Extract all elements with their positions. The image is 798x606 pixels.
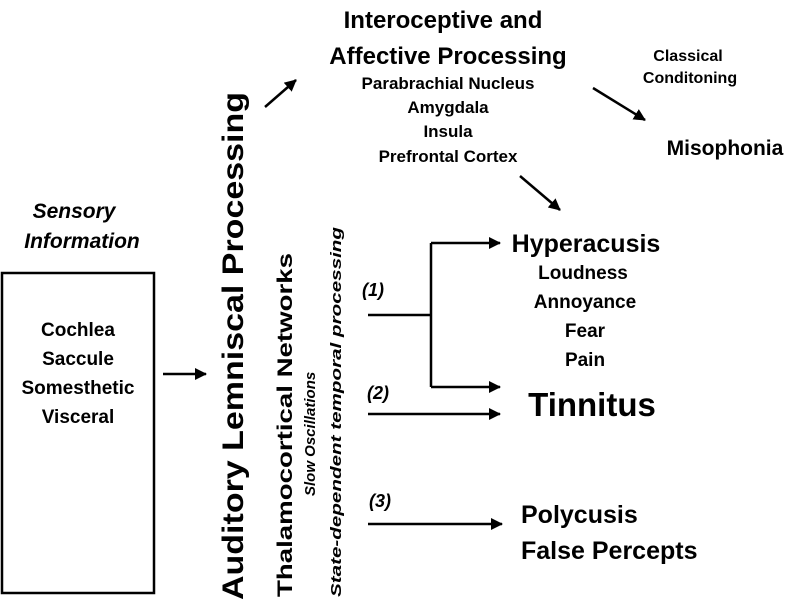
thalamocortical-label: Thalamocortical Networks — [274, 253, 297, 597]
sensory-title-line2: Information — [24, 230, 140, 253]
hyperacusis-title: Hyperacusis — [512, 230, 661, 258]
misophonia-label: Misophonia — [667, 137, 784, 160]
interoceptive-title-line1: Interoceptive and — [344, 7, 543, 34]
interoceptive-item-amygdala: Amygdala — [407, 98, 489, 117]
hyperacusis-item-loudness: Loudness — [538, 263, 628, 284]
state-dependent-label: State-dependent temporal processing — [328, 227, 345, 597]
classical-line2: Conditoning — [643, 70, 737, 87]
auditory-lemniscal-label: Auditory Lemniscal Processing — [217, 92, 250, 600]
hyperacusis-item-pain: Pain — [565, 350, 605, 371]
sensory-title-line1: Sensory — [33, 200, 117, 223]
sensory-box — [0, 271, 156, 595]
pathway-label-1: (1) — [362, 280, 384, 300]
interoceptive-item-insula: Insula — [423, 122, 473, 141]
sensory-item-somesthetic: Somesthetic — [22, 378, 135, 399]
arrow-prefrontal-to-hyperacusis — [519, 175, 561, 211]
arrow-to-interoceptive — [264, 79, 297, 108]
classical-line1: Classical — [653, 48, 722, 65]
interoceptive-title-line2: Affective Processing — [329, 43, 566, 70]
sensory-item-saccule: Saccule — [42, 349, 114, 370]
arrow-to-misophonia — [592, 86, 646, 122]
sensory-item-cochlea: Cochlea — [41, 320, 115, 341]
polycusis-line2: False Percepts — [521, 537, 698, 565]
polycusis-line1: Polycusis — [521, 501, 638, 529]
hyperacusis-item-annoyance: Annoyance — [534, 292, 636, 313]
hyperacusis-item-fear: Fear — [565, 321, 606, 342]
pathway-label-2: (2) — [367, 383, 389, 403]
interoceptive-item-parabrachial: Parabrachial Nucleus — [362, 74, 535, 93]
tinnitus-label: Tinnitus — [528, 386, 656, 423]
slow-oscillations-label: Slow Oscillations — [302, 372, 319, 496]
interoceptive-item-prefrontal: Prefrontal Cortex — [379, 147, 518, 166]
sensory-item-visceral: Visceral — [42, 407, 115, 428]
pathway-label-3: (3) — [369, 491, 391, 511]
